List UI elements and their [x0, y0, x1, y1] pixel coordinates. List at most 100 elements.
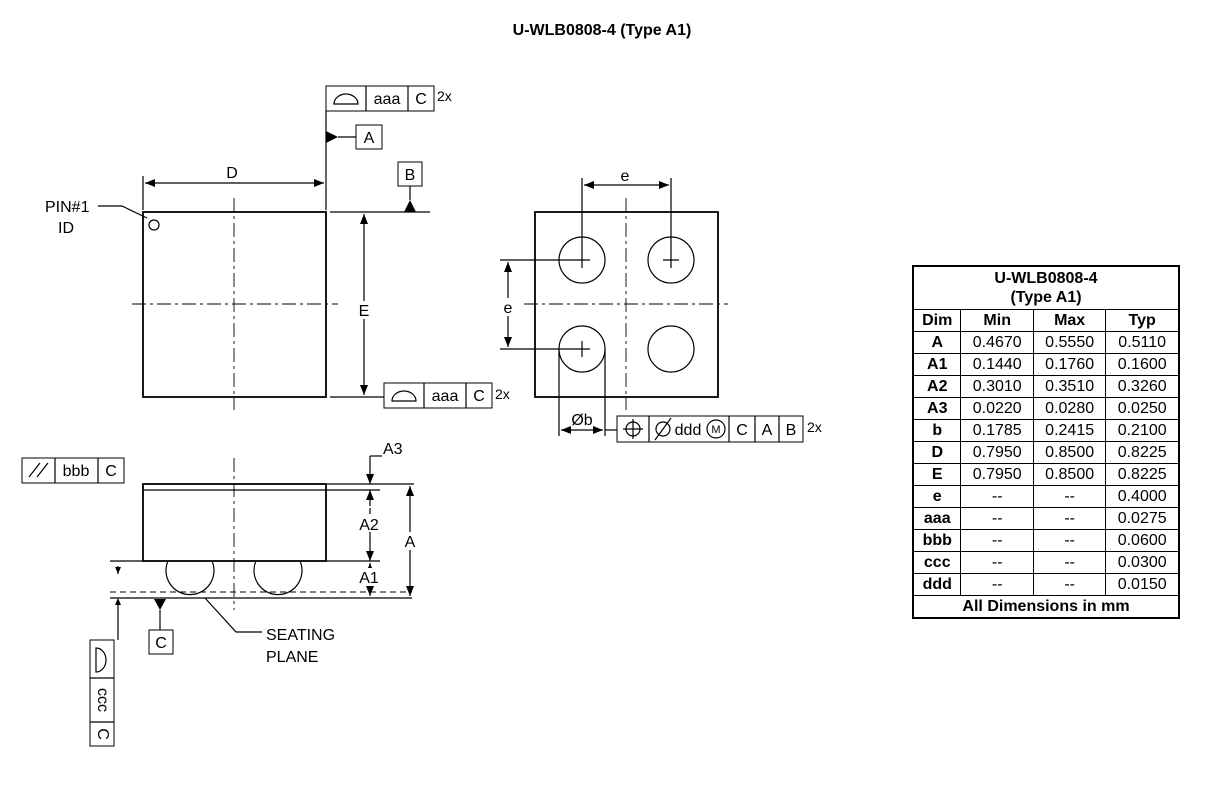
table-cell-value: 0.8500	[1032, 441, 1107, 464]
surface-profile-icon	[95, 647, 107, 673]
table-cell-value: 0.4670	[960, 331, 1034, 354]
table-cell-value: 0.3510	[1032, 375, 1107, 398]
fcf-position-modifier: M	[711, 424, 720, 436]
solder-ball	[647, 325, 695, 373]
table-row: bbb----0.0600	[912, 529, 1180, 552]
fcf-position-datum-1: C	[736, 422, 748, 439]
ball-diameter-label: Øb	[571, 412, 592, 429]
pin1-label: PIN#1	[45, 199, 90, 216]
table-cell-value: 0.1760	[1032, 353, 1107, 376]
table-cell-value: --	[1032, 573, 1107, 596]
mmc-modifier-icon	[706, 419, 726, 439]
pin1-marker	[148, 219, 160, 231]
fcf-right-tol: aaa	[432, 388, 459, 405]
table-cell-value: 0.4000	[1105, 485, 1180, 508]
fcf-top-tol: aaa	[374, 91, 401, 108]
surface-profile-icon	[391, 390, 417, 402]
top-view: PIN#1 ID D E A B aaa C 2x	[45, 85, 510, 410]
fcf-position-mult: 2x	[807, 419, 822, 435]
fcf-coplanarity-datum: C	[94, 728, 111, 740]
table-cell-dim: ccc	[912, 551, 962, 574]
table-cell-value: 0.0150	[1105, 573, 1180, 596]
parallelism-icon	[28, 462, 49, 478]
table-cell-value: --	[960, 529, 1034, 552]
datum-A-label: A	[364, 130, 375, 147]
fcf-parallelism: bbb C	[21, 457, 125, 484]
col-header-max: Max	[1032, 309, 1107, 332]
table-cell-value: 0.5550	[1032, 331, 1107, 354]
fcf-position-tol: ddd	[675, 422, 702, 439]
table-cell-dim: b	[912, 419, 962, 442]
table-cell-value: --	[960, 573, 1034, 596]
table-cell-dim: ddd	[912, 573, 962, 596]
table-caption-line2: (Type A1)	[1010, 289, 1082, 306]
table-cell-value: --	[1032, 529, 1107, 552]
fcf-coplanarity: ccc C	[89, 639, 115, 747]
table-footer: All Dimensions in mm	[912, 595, 1180, 619]
table-cell-value: 0.0280	[1032, 397, 1107, 420]
dim-A-label: A	[405, 534, 416, 551]
table-cell-value: --	[960, 485, 1034, 508]
fcf-position-datum-3: B	[786, 422, 797, 439]
table-cell-value: 0.8500	[1032, 463, 1107, 486]
table-cell-dim: A3	[912, 397, 962, 420]
table-row: aaa----0.0275	[912, 507, 1180, 530]
solder-ball	[253, 560, 303, 596]
fcf-top-mult: 2x	[437, 88, 452, 104]
surface-profile-icon	[333, 93, 359, 105]
table-cell-dim: A2	[912, 375, 962, 398]
table-cell-value: 0.1600	[1105, 353, 1180, 376]
table-cell-dim: aaa	[912, 507, 962, 530]
fcf-right-mult: 2x	[495, 386, 510, 402]
table-cell-dim: E	[912, 463, 962, 486]
seating-plane-label-2: PLANE	[266, 649, 318, 666]
solder-ball	[165, 560, 215, 596]
table-row: e----0.4000	[912, 485, 1180, 508]
table-cell-value: --	[1032, 485, 1107, 508]
table-cell-value: 0.0275	[1105, 507, 1180, 530]
table-cell-value: 0.7950	[960, 463, 1034, 486]
table-cell-value: 0.0600	[1105, 529, 1180, 552]
table-cell-value: 0.2415	[1032, 419, 1107, 442]
table-cell-value: 0.0300	[1105, 551, 1180, 574]
pin1-label-2: ID	[58, 220, 74, 237]
datum-C-label: C	[155, 635, 167, 652]
table-cell-dim: e	[912, 485, 962, 508]
drawing-title: U-WLB0808-4 (Type A1)	[513, 22, 692, 39]
table-cell-dim: D	[912, 441, 962, 464]
table-cell-value: 0.8225	[1105, 463, 1180, 486]
table-cell-dim: bbb	[912, 529, 962, 552]
fcf-coplanarity-tol: ccc	[94, 688, 111, 712]
table-cell-value: --	[960, 551, 1034, 574]
dim-A1-label: A1	[359, 570, 379, 587]
table-row: ccc----0.0300	[912, 551, 1180, 574]
seating-plane-label: SEATING	[266, 627, 335, 644]
diameter-icon	[654, 417, 672, 441]
table-cell-value: 0.7950	[960, 441, 1034, 464]
table-cell-dim: A	[912, 331, 962, 354]
table-cell-value: 0.5110	[1105, 331, 1180, 354]
table-cell-value: --	[1032, 551, 1107, 574]
fcf-parallel-tol: bbb	[63, 463, 90, 480]
table-caption-line1: U-WLB0808-4	[994, 270, 1098, 287]
table-cell-value: --	[1032, 507, 1107, 530]
table-cell-value: 0.8225	[1105, 441, 1180, 464]
table-row: ddd----0.0150	[912, 573, 1180, 596]
pitch-e-vertical-label: e	[504, 300, 513, 317]
table-cell-dim: A1	[912, 353, 962, 376]
top-view-body	[142, 211, 327, 398]
dim-D-label: D	[226, 165, 238, 182]
col-header-typ: Typ	[1105, 309, 1180, 332]
fcf-parallel-datum: C	[105, 463, 117, 480]
table-cell-value: --	[960, 507, 1034, 530]
table-caption: U-WLB0808-4 (Type A1)	[912, 265, 1180, 310]
table-cell-value: 0.0220	[960, 397, 1034, 420]
